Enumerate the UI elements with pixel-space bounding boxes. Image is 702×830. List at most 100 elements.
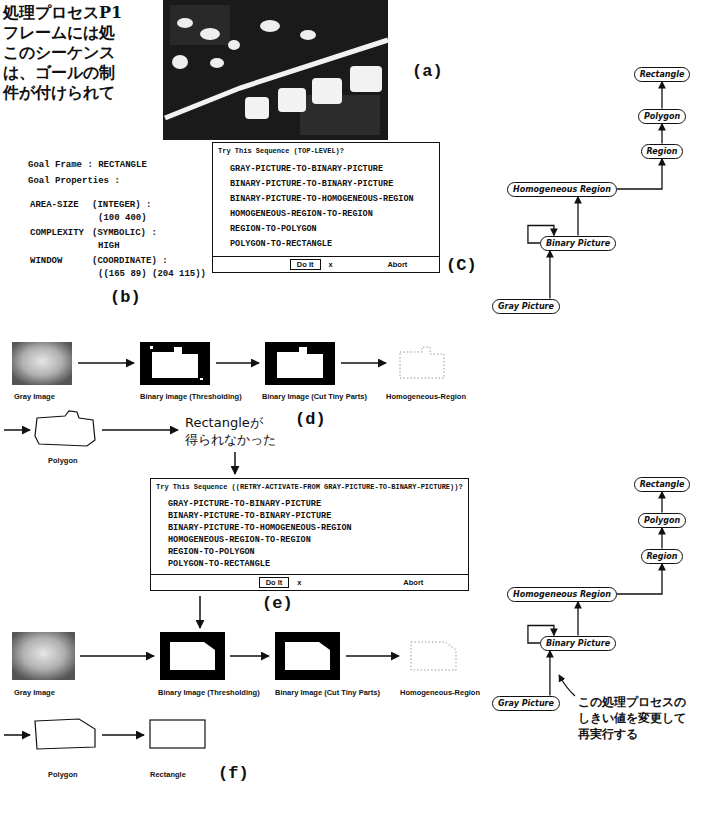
sequence-step: HOMOGENEOUS-REGION-TO-REGION [230,207,434,222]
class-node: Binary Picture [540,236,616,251]
photo-blob [312,78,342,104]
photo-blob [278,88,306,112]
sequence-list: GRAY-PICTURE-TO-BINARY-PICTURE BINARY-PIC… [156,498,463,570]
property-value: ((165 89) (204 115)) [98,269,206,280]
binary-image [140,342,210,385]
node-label: Homogeneous Region [513,184,611,195]
photo-texture [170,5,230,45]
flow-arrow [341,362,386,364]
class-node: Rectangle [634,67,691,82]
photo-blob [200,28,220,40]
photo-blob [210,58,224,68]
dialog-box: Try This Sequence (TOP-LEVEL)?GRAY-PICTU… [212,142,440,273]
binary-speck [150,346,153,349]
binary-shape [277,347,323,378]
leader-line [559,675,575,696]
node-label: Rectangle [640,479,685,490]
goal-text: Goal Properties : [28,176,120,187]
binary-speck [200,378,203,380]
node-label: Polygon [644,111,680,122]
photo-blob [245,97,269,119]
class-node: Region [641,549,684,564]
gray-image [12,632,75,680]
flow-arrow [230,655,269,657]
region-outline [400,347,444,378]
class-node: Homogeneous Region [507,182,617,197]
image-caption: Rectangle [150,770,186,780]
binary-image [265,342,335,385]
photo-blob [228,40,240,50]
flow-arrow [78,362,134,364]
dialog-title: Try This Sequence ((RETRY-ACTIVATE-FROM … [156,482,463,492]
panel-label: (d) [295,410,326,430]
panel-label: (a) [412,62,443,82]
polygon-shape [35,719,95,749]
connector [661,492,662,513]
photo-blob [172,55,188,69]
dialog-button: Abort [387,260,407,269]
node-label: Gray Picture [498,698,554,709]
connector [577,602,578,636]
cursor-mark: x [297,578,301,587]
photo-background [163,0,388,140]
class-node: Polygon [638,109,686,124]
note-text: フレームには処 [3,24,115,42]
photo-blob [300,30,316,40]
property-type: (SYMBOLIC) : [92,228,157,239]
sequence-step: GRAY-PICTURE-TO-BINARY-PICTURE [168,498,463,510]
region-outline [411,642,456,670]
node-label: Binary Picture [546,238,610,249]
goal-text: Goal Frame : RECTANGLE [28,160,147,171]
connector [661,124,662,144]
connector [617,564,662,595]
image-caption: Homogeneous-Region [400,688,480,698]
note-text: このシーケンス [3,44,115,62]
sequence-step: BINARY-PICTURE-TO-HOMOGENEOUS-REGION [230,192,434,207]
gray-image [12,342,72,385]
dialog-box: Try This Sequence ((RETRY-ACTIVATE-FROM … [150,478,469,591]
node-label: Rectangle [640,69,685,80]
property-value: HIGH [98,241,120,252]
dialog-button: Do It [259,577,290,588]
callout-note: この処理プロセスの しきい値を変更して 再実行する [578,694,693,742]
note-text: 処理プロセスP1 [3,4,122,22]
note-text: は、ゴールの制 [3,64,115,82]
node-label: Region [647,146,678,157]
dialog-button: Abort [403,578,423,587]
class-node: Rectangle [634,477,691,492]
property-name: AREA-SIZE [30,200,79,211]
connector [661,528,662,549]
photo-blob [350,66,382,92]
image-caption: Gray Image [14,688,55,698]
sequence-step: POLYGON-TO-RECTANGLE [230,237,434,252]
binary-image [160,632,225,680]
image-caption: Binary Image (Thresholding) [158,688,260,698]
node-label: Gray Picture [498,301,554,312]
cursor-mark: x [329,260,333,269]
sequence-step: POLYGON-TO-RECTANGLE [168,558,463,570]
sequence-step: BINARY-PICTURE-TO-BINARY-PICTURE [230,177,434,192]
class-node: Polygon [638,513,686,528]
image-caption: Binary Image (Cut Tiny Parts) [275,688,380,698]
binary-shape [152,347,198,378]
connector [661,82,662,109]
panel-label: (e) [262,594,293,614]
property-name: COMPLEXITY [30,228,84,239]
node-label: Homogeneous Region [513,589,611,600]
flow-arrow [80,655,154,657]
node-label: Binary Picture [546,638,610,649]
result-note: Rectangleが 得られなかった [185,414,289,448]
image-caption: Binary Image (Cut Tiny Parts) [262,392,367,402]
note-text: 件が付けられて [3,84,115,102]
connector [549,251,550,299]
sequence-step: REGION-TO-POLYGON [168,546,463,558]
connector [549,651,550,696]
rectangle-shape [150,720,205,748]
property-value: (100 400) [98,213,147,224]
photo-blob [260,20,280,32]
node-label: Region [647,551,678,562]
flow-arrow [4,429,30,431]
image-caption: Binary Image (Thresholding) [140,392,242,402]
sequence-step: BINARY-PICTURE-TO-HOMOGENEOUS-REGION [168,522,463,534]
flow-arrow [234,452,236,474]
